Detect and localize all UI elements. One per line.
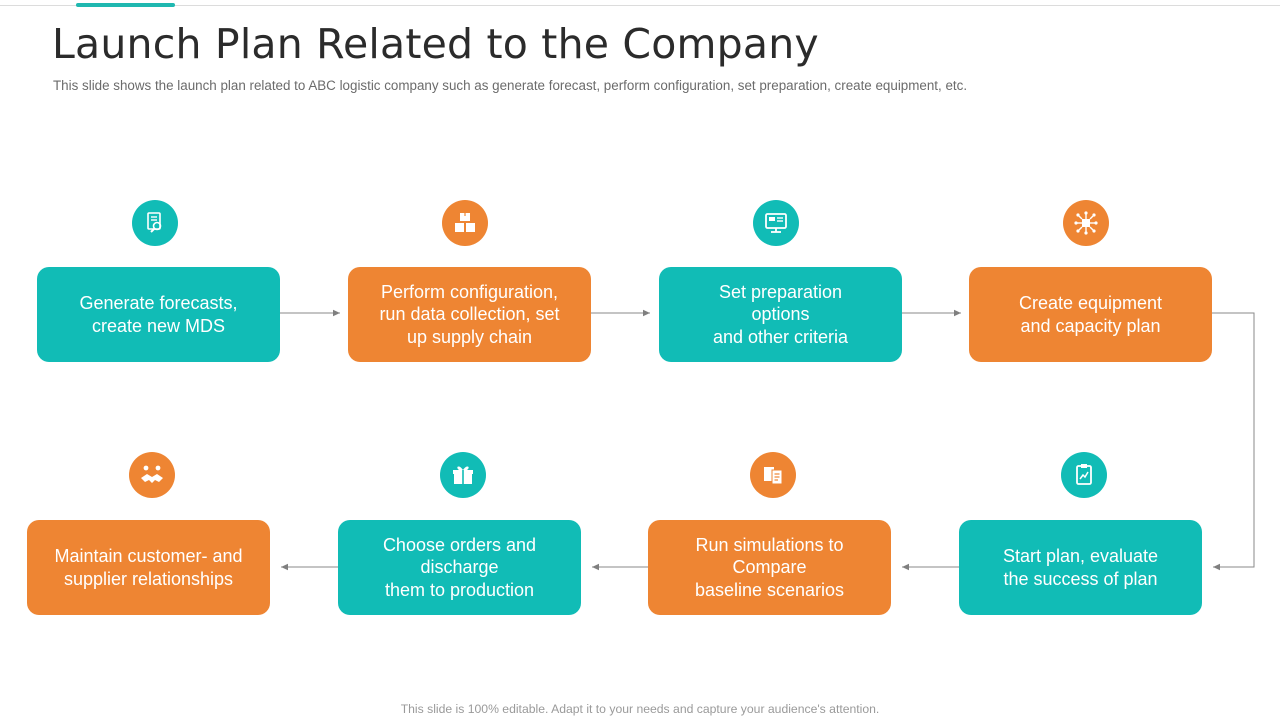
step-box-7: Choose orders and discharge them to prod…	[338, 520, 581, 615]
step-box-8: Maintain customer- and supplier relation…	[27, 520, 270, 615]
slide-subtitle: This slide shows the launch plan related…	[53, 78, 968, 93]
step-box-6: Run simulations to Compare baseline scen…	[648, 520, 891, 615]
clipboard-plan-icon	[1061, 452, 1107, 498]
handshake-icon	[129, 452, 175, 498]
documents-compare-icon	[750, 452, 796, 498]
gift-box-order-icon	[440, 452, 486, 498]
top-divider	[0, 5, 1280, 6]
step-box-4: Create equipment and capacity plan	[969, 267, 1212, 362]
step-box-3: Set preparation options and other criter…	[659, 267, 902, 362]
slide-title: Launch Plan Related to the Company	[52, 20, 819, 68]
step-box-1: Generate forecasts, create new MDS	[37, 267, 280, 362]
step-box-5: Start plan, evaluate the success of plan	[959, 520, 1202, 615]
connector-4-5	[1212, 312, 1255, 571]
forecast-report-icon	[132, 200, 178, 246]
step-box-2: Perform configuration, run data collecti…	[348, 267, 591, 362]
monitor-settings-icon	[753, 200, 799, 246]
slide-footer: This slide is 100% editable. Adapt it to…	[400, 702, 880, 716]
top-accent-bar	[76, 3, 175, 7]
boxes-supply-chain-icon	[442, 200, 488, 246]
network-chip-icon	[1063, 200, 1109, 246]
